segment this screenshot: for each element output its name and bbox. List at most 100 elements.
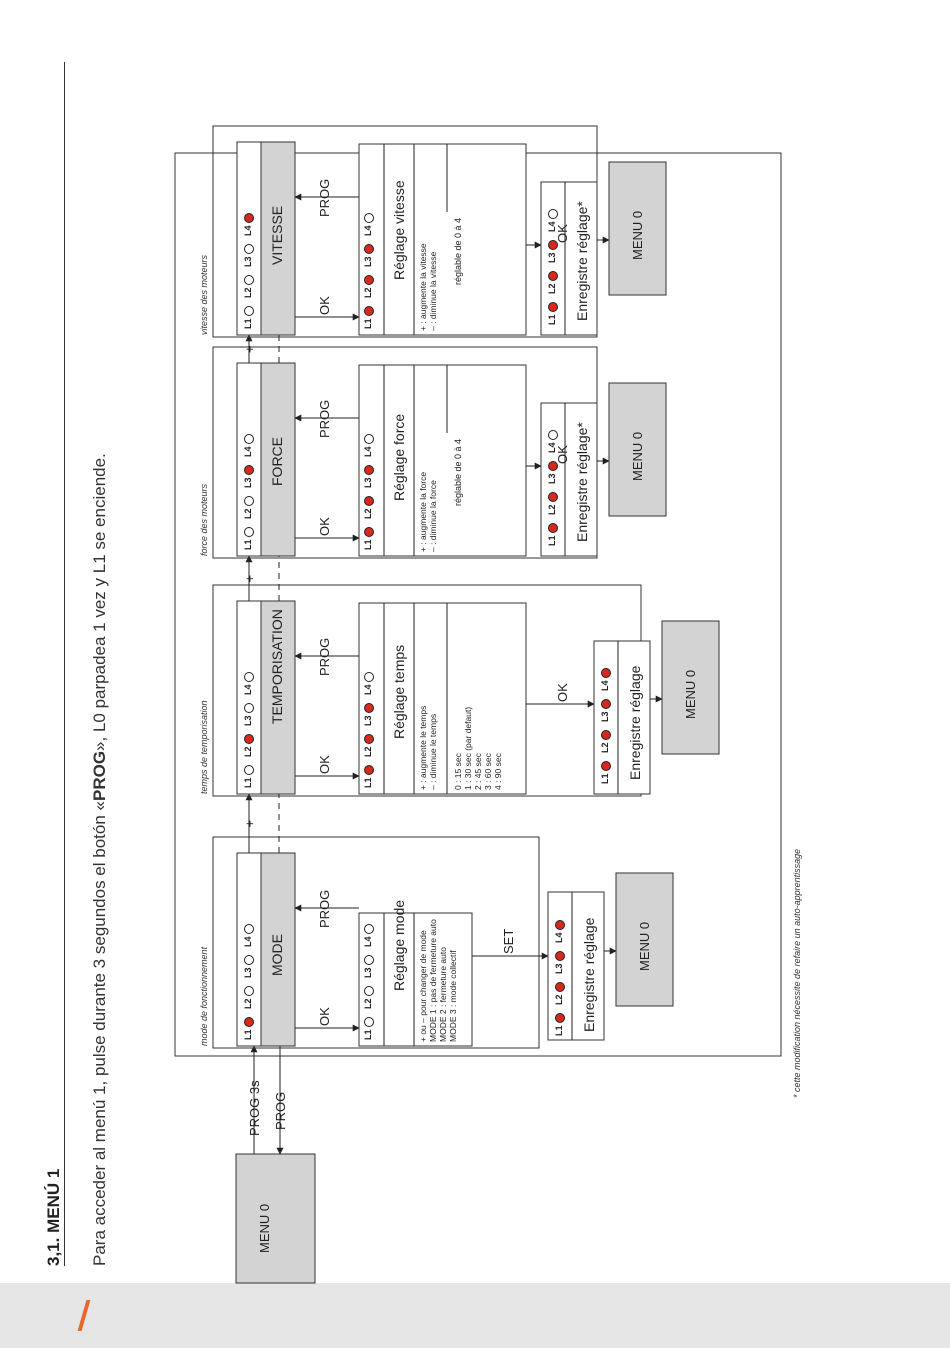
module-4-setting-led-1-on (364, 306, 374, 316)
module-3-main-led-4-off (244, 434, 254, 444)
module-3-plus-label: + (242, 345, 257, 353)
module-1-note-4: MODE 3 : mode collectif (448, 950, 458, 1042)
module-3-main-led-3-on (244, 465, 254, 475)
module-4-prog-label: PROG (317, 178, 332, 217)
module-1-tag: mode de fonctionnement (199, 946, 209, 1046)
module-2-setting-led-2-on (364, 734, 374, 744)
module-4-save-led-1-on (548, 302, 558, 312)
intro-bold-key: PROG (90, 750, 109, 801)
module-1-setting-led-1-off (364, 1017, 374, 1027)
module-4-setting-title: Réglage vitesse (391, 180, 407, 280)
module-3-save-led-1-on (548, 523, 558, 533)
module-1-confirm-label: SET (501, 928, 516, 954)
module-2-menu-0-label: MENU 0 (683, 669, 698, 719)
module-4-main-led-2-off (244, 275, 254, 285)
module-1-setting-led-3-off (364, 955, 374, 965)
enter-label: PROG 3s (247, 1080, 262, 1136)
module-2-prog-label: PROG (317, 637, 332, 676)
module-2-save-led-label-3: L3 (600, 711, 610, 722)
module-1-main-led-label-1: L1 (243, 1029, 253, 1040)
module-2-setting-box (358, 602, 527, 795)
module-3-setting-led-label-3: L3 (363, 477, 373, 488)
module-3-note-1: + : augmente la force (418, 471, 428, 552)
page-footer-strip (0, 1283, 950, 1348)
module-1-frame (212, 836, 540, 1049)
module-2-value-2: 1 : 30 sec (par defaut) (463, 706, 473, 790)
module-2-main-led-label-3: L3 (243, 715, 253, 726)
module-1-note-3: MODE 2 : fermeture auto (438, 947, 448, 1042)
module-4-confirm-label: OK (555, 224, 570, 243)
module-1-setting-led-label-1: L1 (363, 1029, 373, 1040)
module-2-value-4: 3 : 60 sec (483, 753, 493, 790)
module-4-setting-led-label-3: L3 (363, 256, 373, 267)
module-4-save-box (540, 181, 598, 336)
intro-before: Para acceder al menú 1, pulse durante 3 … (90, 801, 109, 1266)
module-3-main-title-band (260, 362, 296, 557)
module-3-setting-led-3-on (364, 465, 374, 475)
module-1-main-led-4-off (244, 924, 254, 934)
module-2-main-led-2-on (244, 734, 254, 744)
start-menu-0-box (235, 1153, 316, 1284)
module-1-menu-0-box (615, 872, 674, 1007)
module-1-main-led-1-on (244, 1017, 254, 1027)
module-1-setting-led-2-off (364, 986, 374, 996)
module-2-confirm-label: OK (555, 683, 570, 702)
module-3-menu-0-label: MENU 0 (630, 431, 645, 481)
module-2-setting-led-label-3: L3 (363, 715, 373, 726)
module-2-ok-label: OK (317, 755, 332, 774)
module-1-save-led-2-on (555, 982, 565, 992)
module-4-range: réglable de 0 à 4 (453, 217, 463, 285)
module-1-save-led-3-on (555, 951, 565, 961)
module-4-menu-0-label: MENU 0 (630, 210, 645, 260)
intro-after: », L0 parpadea 1 vez y L1 se enciende. (90, 453, 109, 751)
module-4-save-led-4-off (548, 209, 558, 219)
module-4-save-led-2-on (548, 271, 558, 281)
module-4-setting-led-label-1: L1 (363, 318, 373, 329)
module-4-save-led-label-3: L3 (547, 252, 557, 263)
module-4-main-led-1-off (244, 306, 254, 316)
module-4-save-led-label-1: L1 (547, 314, 557, 325)
module-4-note-1: + : augmente la vitesse (418, 243, 428, 331)
module-3-save-led-label-1: L1 (547, 535, 557, 546)
module-1-note-2: MODE 1 : pas de fermeture auto (428, 919, 438, 1042)
module-2-setting-led-label-1: L1 (363, 777, 373, 788)
module-4-setting-led-2-on (364, 275, 374, 285)
module-2-plus-label: + (242, 574, 257, 583)
module-4-save-led-label-4: L4 (547, 221, 557, 232)
module-1-save-led-1-on (555, 1013, 565, 1023)
module-3-setting-led-1-on (364, 527, 374, 537)
module-1-prog-label: PROG (317, 889, 332, 928)
module-3-prog-label: PROG (317, 399, 332, 438)
module-3-range: réglable de 0 à 4 (453, 438, 463, 506)
module-1-main-title: MODE (269, 934, 285, 976)
module-2-main-led-label-4: L4 (243, 684, 253, 695)
module-3-save-led-3-on (548, 461, 558, 471)
module-2-main-led-3-off (244, 703, 254, 713)
module-4-main-title: VITESSE (269, 205, 285, 265)
module-3-main-title: FORCE (269, 437, 285, 486)
module-2-main-led-label-1: L1 (243, 777, 253, 788)
module-3-setting-led-label-4: L4 (363, 446, 373, 457)
start-menu-0-label: MENU 0 (257, 1203, 272, 1253)
module-3-menu-0-box (608, 382, 667, 517)
module-1-save-led-label-1: L1 (554, 1025, 564, 1036)
module-2-main-led-label-2: L2 (243, 746, 253, 757)
module-4-main-led-label-4: L4 (243, 225, 253, 236)
module-3-save-led-label-2: L2 (547, 504, 557, 515)
module-4-save-title: Enregistre réglage* (574, 201, 590, 321)
module-3-main-led-label-2: L2 (243, 508, 253, 519)
module-2-menu-0-box (661, 620, 720, 755)
module-4-menu-0-box (608, 161, 667, 296)
module-2-save-led-2-on (601, 730, 611, 740)
footnote: * cette modification nécessite de refair… (792, 848, 802, 1098)
module-3-main-led-label-1: L1 (243, 539, 253, 550)
module-1-save-led-label-4: L4 (554, 932, 564, 943)
module-3-save-box (540, 402, 598, 557)
module-4-main-led-3-off (244, 244, 254, 254)
module-3-setting-led-4-off (364, 434, 374, 444)
module-2-main-led-4-off (244, 672, 254, 682)
module-3-save-led-label-4: L4 (547, 442, 557, 453)
module-3-save-led-2-on (548, 492, 558, 502)
module-1-note-1: + ou – pour changer de mode (418, 930, 428, 1042)
